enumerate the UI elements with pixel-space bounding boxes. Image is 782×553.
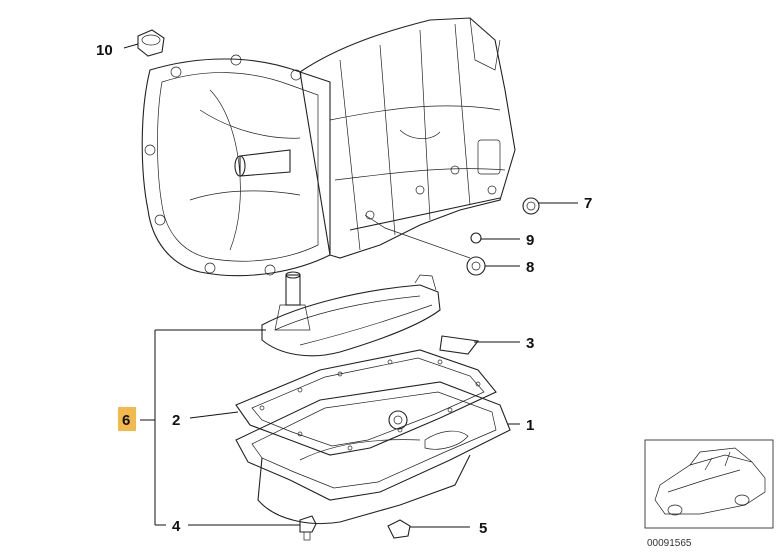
car-thumbnail-icon [654, 447, 766, 516]
bolt-part-4 [299, 515, 317, 541]
thumbnail-code: 00091565 [647, 538, 692, 549]
plug-part-10 [137, 29, 165, 57]
callout-10: 10 [96, 42, 113, 59]
plug-part-7 [522, 197, 540, 215]
gasket-part-3 [439, 335, 480, 355]
callout-2: 2 [172, 412, 180, 429]
callout-6: 6 [122, 412, 130, 429]
transmission-housing [141, 17, 516, 277]
leader-lines [123, 43, 578, 528]
callout-6-highlight [118, 407, 136, 431]
callout-7: 7 [584, 195, 592, 212]
callout-1: 1 [526, 417, 534, 434]
pan-gasket-part-2 [235, 349, 497, 456]
oil-filter [261, 271, 441, 357]
callout-9: 9 [526, 232, 534, 249]
callout-3: 3 [526, 335, 534, 352]
seal-part-9 [470, 232, 482, 244]
plug-part-8 [466, 256, 486, 276]
callout-4: 4 [172, 518, 181, 535]
callout-5: 5 [479, 520, 487, 537]
callout-8: 8 [526, 259, 534, 276]
oil-pan-part-1 [235, 381, 511, 525]
car-thumbnail: 00091565 [644, 439, 774, 549]
drain-plug-part-5 [387, 519, 411, 539]
